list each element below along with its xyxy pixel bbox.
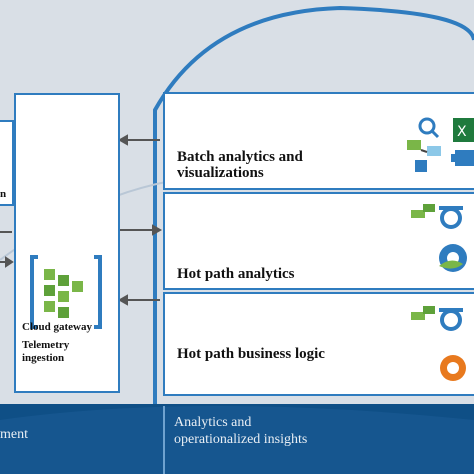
left-edge-label: n <box>0 188 7 200</box>
cloud-gateway-box: Cloud gateway Telemetry ingestion <box>14 93 120 393</box>
footer-wave <box>0 406 474 474</box>
flower-gear-icon <box>440 355 466 381</box>
excel-icon: X <box>453 118 474 142</box>
cylinder-icon <box>451 150 474 166</box>
footer-right-line1: Analytics and <box>174 415 252 430</box>
flow-diagram-icon <box>407 117 441 172</box>
cloud-outline <box>153 5 474 470</box>
gateway-subtitle-line2: ingestion <box>22 352 65 364</box>
machine-learning-icon <box>411 306 463 331</box>
svg-text:X: X <box>457 124 467 140</box>
panel-hot-path-analytics: Hot path analytics <box>163 192 474 290</box>
gateway-subtitle-line1: Telemetry <box>22 339 70 351</box>
panel-batch-analytics: Batch analytics and visualizations X <box>163 92 474 190</box>
panel-business-logic-title: Hot path business logic <box>177 346 325 362</box>
footer-divider <box>163 406 165 474</box>
panel-batch-title-line2: visualizations <box>177 165 264 181</box>
machine-learning-icon <box>411 204 463 229</box>
panel-hot-path-business-logic: Hot path business logic <box>163 292 474 396</box>
footer-left-text: ment <box>0 427 28 442</box>
footer-right-line2: operationalized insights <box>174 432 308 447</box>
event-hub-icon <box>30 255 102 329</box>
gear-icon <box>439 244 467 272</box>
connector-arrows <box>0 134 163 306</box>
panel-hot-analytics-title: Hot path analytics <box>177 266 295 282</box>
gateway-title: Cloud gateway <box>22 321 92 333</box>
left-edge-box: n <box>0 120 14 206</box>
panel-batch-title-line1: Batch analytics and <box>177 149 303 165</box>
